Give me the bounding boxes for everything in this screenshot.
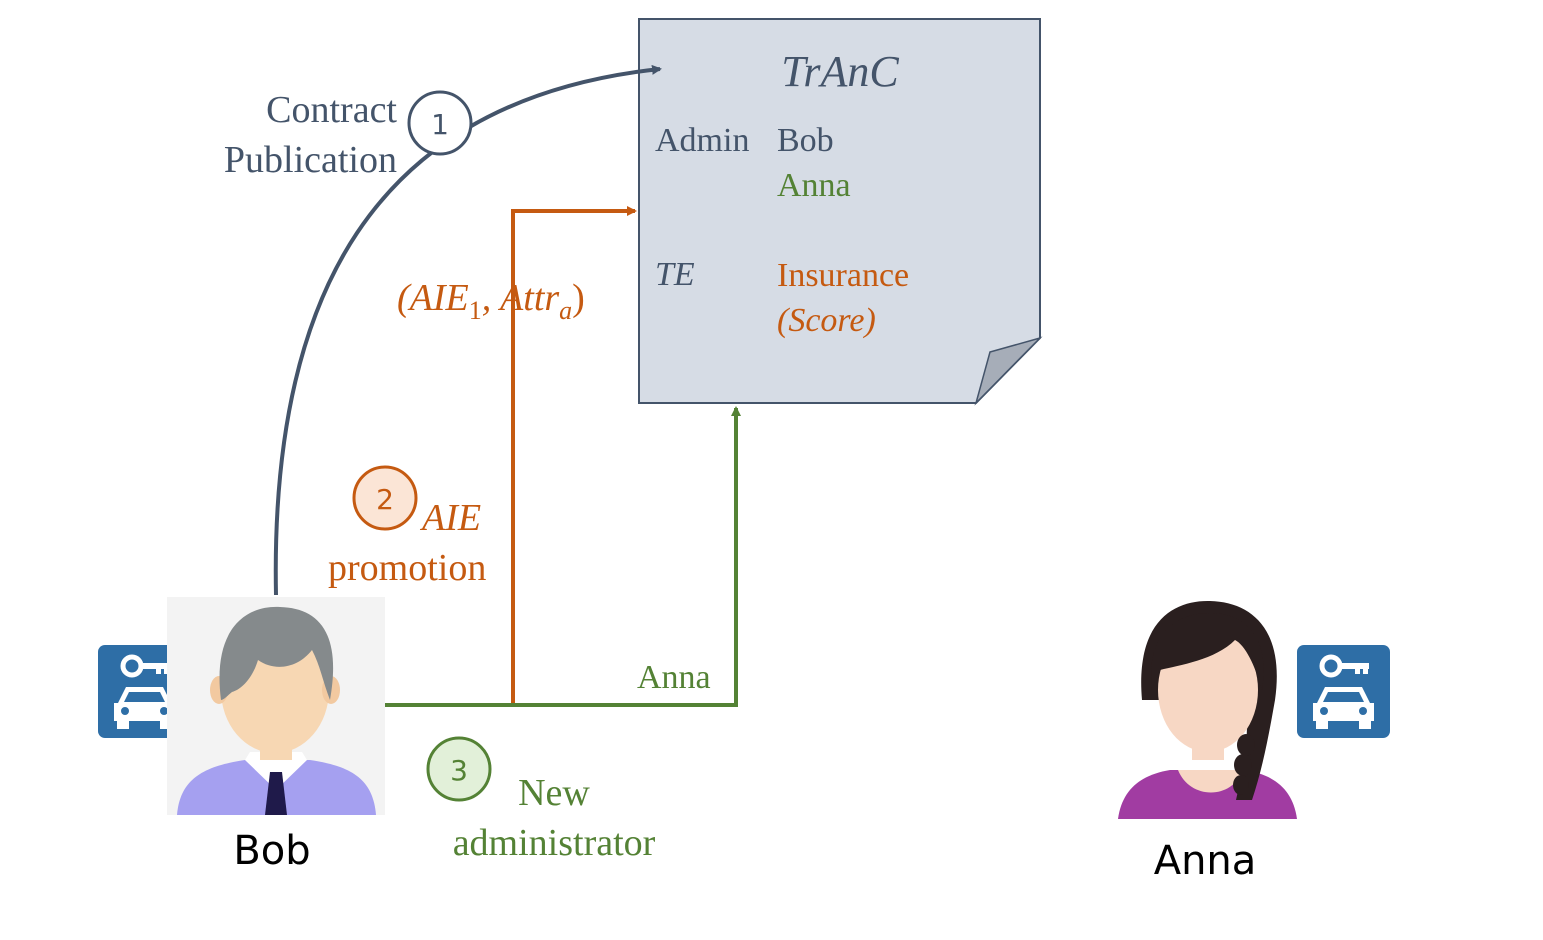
te-value-sub: (Score): [777, 302, 876, 339]
svg-text:1: 1: [431, 108, 449, 141]
admin-label: Admin: [655, 122, 749, 159]
new-admin-arrow: [385, 406, 741, 707]
woman-avatar-icon: [1118, 600, 1297, 819]
page-fold-icon: [974, 336, 1043, 406]
step2-label-line2: promotion: [328, 547, 486, 589]
step1-badge: 1: [407, 90, 473, 156]
aie-promotion-arrow: [511, 206, 637, 705]
step1-label-line1: Contract: [266, 89, 397, 131]
step1-label-line2: Publication: [224, 139, 397, 181]
man-avatar-icon: [167, 597, 385, 815]
aie-tuple-label: (AIE1, Attra): [397, 277, 585, 325]
admin-value-bob: Bob: [777, 122, 834, 159]
anna-car-key-icon: [1297, 645, 1390, 738]
bob-name: Bob: [233, 828, 310, 874]
anna-name: Anna: [1154, 838, 1257, 884]
admin-value-anna: Anna: [777, 167, 851, 204]
contract-document: TrAnC Admin Bob Anna TE Insurance (Score…: [638, 18, 1043, 406]
te-label: TE: [655, 256, 695, 293]
contract-title: TrAnC: [781, 47, 899, 96]
te-value: Insurance: [777, 257, 909, 294]
svg-text:3: 3: [450, 754, 468, 787]
publication-arrow: [273, 64, 662, 596]
new-admin-arrow-label: Anna: [637, 659, 711, 696]
step2-label-line1: AIE: [419, 497, 481, 539]
step3-badge: 3: [426, 736, 492, 802]
step3-label-line1: New: [518, 772, 590, 814]
step3-label-line2: administrator: [453, 822, 656, 864]
step2-badge: 2: [352, 465, 418, 531]
svg-text:2: 2: [376, 483, 394, 516]
